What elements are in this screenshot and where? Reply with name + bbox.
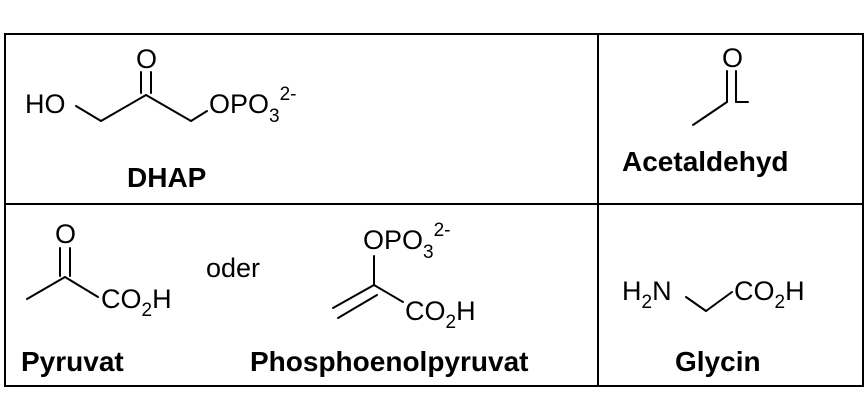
dhap-phosphate-main: OPO (209, 89, 269, 119)
dhap-carbonyl-oxygen: O (136, 44, 157, 74)
glycine-amine-label: H2N (622, 276, 672, 313)
glycine-carboxyl-main: CO (734, 276, 775, 306)
pep-carboxyl-label: CO2H (405, 296, 476, 333)
acetaldehyde-caption: Acetaldehyd (622, 146, 789, 177)
pep-phosphate-label: OPO32- (363, 220, 451, 263)
acetaldehyde-cell: O Acetaldehyd (622, 43, 789, 177)
pyruvate-carboxyl-subscript: 2 (142, 300, 153, 321)
glycine-carboxyl-label: CO2H (734, 276, 805, 313)
pep-structure (332, 255, 404, 319)
pyruvate-group: O CO2H Pyruvat (21, 219, 172, 377)
pyruvate-carboxyl-hydrogen: H (152, 284, 172, 314)
glycine-carboxyl-subscript: 2 (775, 292, 786, 313)
glycine-amine-nitrogen: N (652, 276, 672, 306)
connector-text: oder (206, 253, 260, 283)
pep-phosphate-subscript: 3 (423, 242, 434, 263)
glycine-amine-hydrogen: H (622, 276, 642, 306)
glycine-cell: H2N CO2H Glycin (622, 276, 805, 377)
dhap-ho-label: HO (25, 89, 66, 119)
glycine-caption: Glycin (675, 346, 761, 377)
pep-carboxyl-subscript: 2 (446, 312, 457, 333)
pep-carboxyl-hydrogen: H (456, 296, 476, 326)
table-grid (4, 33, 864, 387)
pep-caption: Phosphoenolpyruvat (250, 346, 528, 377)
pyruvate-caption: Pyruvat (21, 346, 124, 377)
dhap-structure (75, 71, 208, 122)
acetaldehyde-structure (692, 70, 749, 126)
glycine-structure (685, 291, 733, 312)
dhap-phosphate-label: OPO32- (209, 84, 297, 127)
pyruvate-carboxyl-label: CO2H (101, 284, 172, 321)
glycine-amine-subscript: 2 (642, 292, 653, 313)
pyruvate-carboxyl-main: CO (101, 284, 142, 314)
pep-carboxyl-main: CO (405, 296, 446, 326)
pep-phosphate-charge: 2- (434, 220, 451, 241)
dhap-phosphate-subscript: 3 (269, 106, 280, 127)
glycine-carboxyl-hydrogen: H (785, 276, 805, 306)
pyruvate-structure (26, 247, 99, 300)
dhap-phosphate-charge: 2- (280, 84, 297, 105)
acetaldehyde-carbonyl-oxygen: O (722, 43, 743, 73)
pep-group: OPO32- CO2H Phosphoenolpyruvat (250, 220, 528, 377)
dhap-cell: HO O OPO32- DHAP (25, 44, 297, 193)
pyruvate-carbonyl-oxygen: O (55, 219, 76, 249)
pep-phosphate-main: OPO (363, 225, 423, 255)
dhap-caption: DHAP (127, 162, 206, 193)
